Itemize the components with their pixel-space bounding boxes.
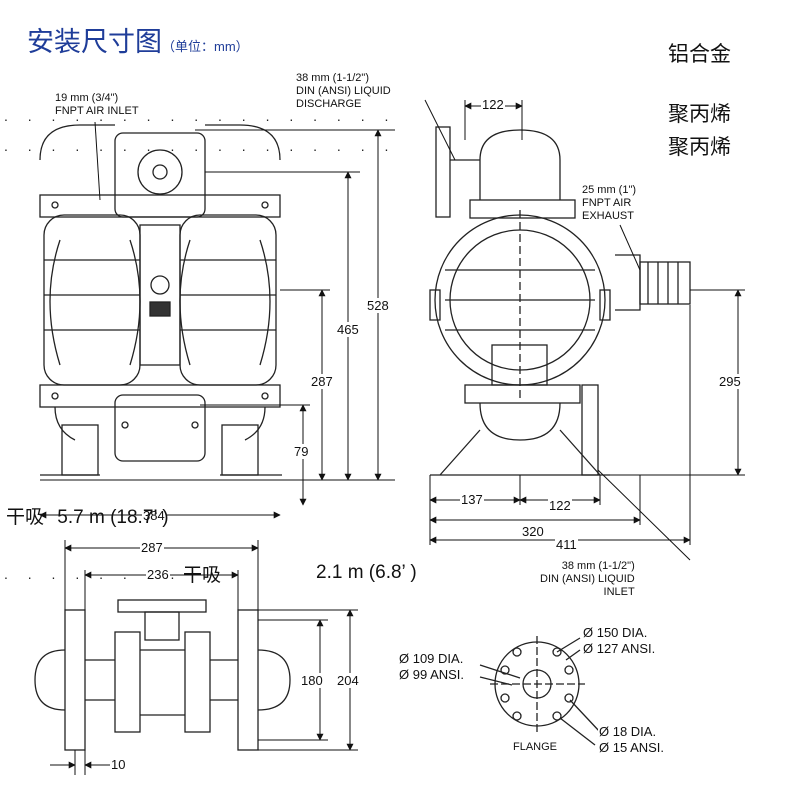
unit-label: （单位：mm） bbox=[162, 39, 249, 54]
dim-384: 384 bbox=[142, 508, 166, 523]
dotted-leader-1: . . . . . . . . . . . . . . . . . bbox=[4, 108, 397, 124]
dim-411: 411 bbox=[555, 537, 578, 552]
dim-122-bottom: 122 bbox=[548, 498, 572, 513]
exhaust-callout: 25 mm (1") FNPT AIR EXHAUST bbox=[582, 184, 637, 222]
material-label-2: 聚丙烯 bbox=[668, 102, 731, 126]
dim-287-bottom: 287 bbox=[140, 540, 164, 555]
side-view bbox=[429, 126, 691, 476]
dotted-leader-2: . . . . . . . . . . . . . . . . . bbox=[4, 138, 397, 154]
flange-dia-18: Ø 18 DIA. bbox=[598, 724, 658, 739]
dim-180: 180 bbox=[300, 673, 324, 688]
dry-suction-label-2: 干吸 bbox=[183, 565, 222, 586]
dim-10: 10 bbox=[110, 757, 127, 772]
material-label-3: 聚丙烯 bbox=[668, 135, 731, 159]
dim-465: 465 bbox=[336, 322, 360, 337]
dry-suction-value-2: 2.1 m (6.8’ ) bbox=[316, 562, 417, 583]
flange-view bbox=[479, 636, 601, 746]
dry-suction-value-1: 5.7 m (18.7’ ) bbox=[57, 507, 169, 528]
flange-ansi-99: Ø 99 ANSI. bbox=[398, 667, 466, 682]
dim-320: 320 bbox=[521, 524, 545, 539]
flange-dia-109: Ø 109 DIA. bbox=[398, 651, 465, 666]
page-title-text: 安装尺寸图 bbox=[27, 27, 162, 57]
inlet-callout: 38 mm (1-1/2") DIN (ANSI) LIQUID INLET bbox=[540, 560, 635, 598]
dim-295: 295 bbox=[718, 374, 742, 389]
dim-79: 79 bbox=[293, 444, 310, 459]
flange-label: FLANGE bbox=[512, 741, 559, 753]
front-view bbox=[39, 124, 282, 476]
material-label-1: 铝合金 bbox=[668, 42, 731, 66]
dim-528: 528 bbox=[366, 298, 390, 313]
dim-204: 204 bbox=[336, 673, 360, 688]
dry-suction-1: 干吸 5.7 m (18.7’ ) bbox=[6, 502, 169, 529]
dim-137: 137 bbox=[460, 492, 484, 507]
flange-dia-150: Ø 150 DIA. bbox=[582, 625, 649, 640]
dotted-leader-3: . . . . . . . . . . . . . . . . . bbox=[4, 566, 174, 582]
dim-287-front: 287 bbox=[310, 374, 334, 389]
dry-suction-label-1: 干吸 bbox=[6, 507, 45, 528]
side-view-dimensions bbox=[424, 99, 745, 561]
flange-ansi-15: Ø 15 ANSI. bbox=[598, 740, 666, 755]
discharge-callout: 38 mm (1-1/2") DIN (ANSI) LIQUID DISCHAR… bbox=[296, 72, 391, 110]
page-title: 安装尺寸图（单位：mm） bbox=[27, 20, 249, 59]
flange-ansi-127: Ø 127 ANSI. bbox=[582, 641, 657, 656]
dim-122-top: 122 bbox=[481, 97, 505, 112]
dim-236: 236 bbox=[146, 567, 170, 582]
front-view-dimensions bbox=[39, 121, 395, 519]
bottom-view bbox=[34, 599, 291, 751]
air-inlet-callout: 19 mm (3/4") FNPT AIR INLET bbox=[55, 92, 139, 117]
